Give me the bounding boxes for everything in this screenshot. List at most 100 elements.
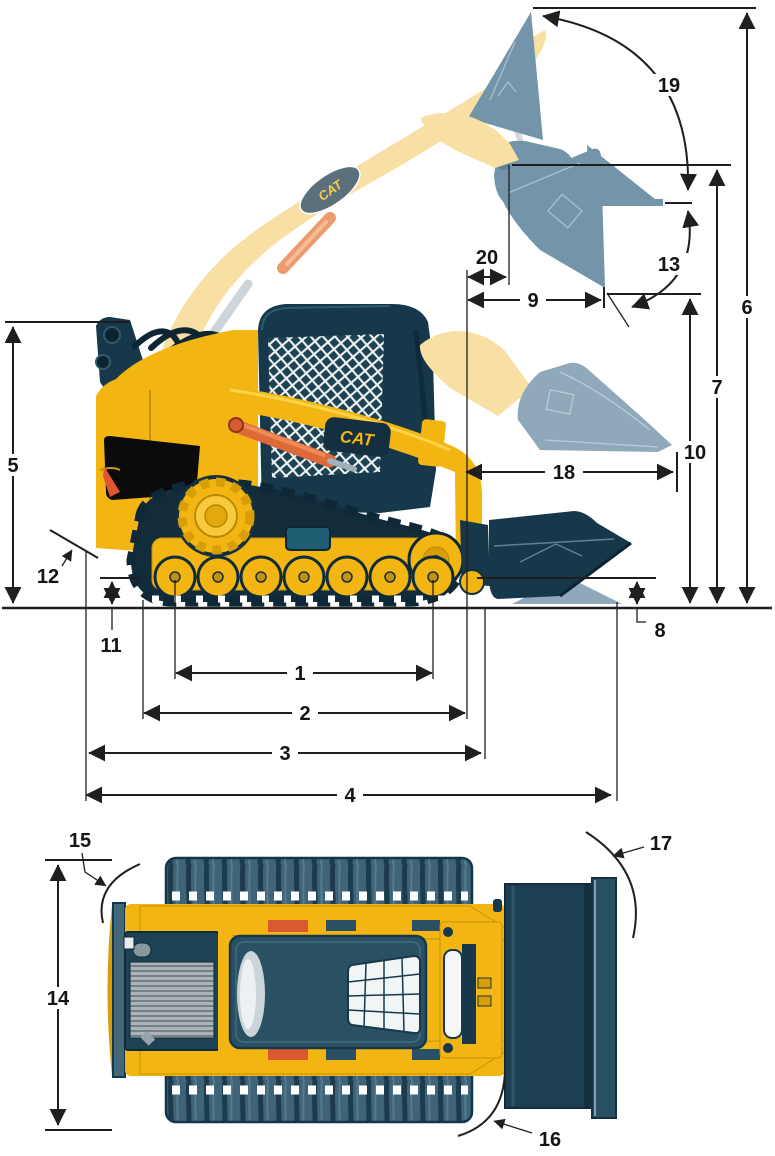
bulkhead-post <box>218 930 232 1050</box>
body-cat-badge: CAT <box>323 417 391 457</box>
sprocket-hub-center <box>204 504 228 528</box>
dim-13-label: 13 <box>658 254 680 276</box>
rail-slot-4 <box>412 1049 440 1060</box>
body-cat-logo-text: CAT <box>339 427 376 450</box>
roof-hatch-mesh <box>347 954 421 1035</box>
door-handle <box>99 467 121 471</box>
rail-slot-3 <box>326 1049 356 1060</box>
dim-7-label: 7 <box>711 377 722 399</box>
ghost-cylinder-highlight <box>285 220 328 266</box>
top-dimensions: 14 15 16 17 <box>39 830 672 1151</box>
ghost-boom-mid <box>419 330 532 416</box>
ghost-boom-cat-badge: CAT <box>299 165 361 215</box>
bucket-brace <box>519 543 583 563</box>
dim-1: 1 <box>175 662 433 685</box>
cab-roof-highlight <box>261 305 391 331</box>
side-dimensions: 5 6 7 10 8 9 20 <box>0 7 772 807</box>
dim-3-label: 3 <box>279 743 290 765</box>
dim-12-label: 12 <box>37 566 59 588</box>
dim-11-label: 11 <box>100 635 121 657</box>
lift-cylinder <box>229 419 337 468</box>
dim-9-label: 9 <box>527 290 538 312</box>
dim-8-label: 8 <box>654 620 665 642</box>
ghost-boom-tip <box>420 113 519 168</box>
ghost-bucket-mid <box>517 362 672 452</box>
tower-pin-boss-upper <box>103 326 121 344</box>
sprocket-teeth <box>177 477 255 555</box>
engine-plate <box>140 1030 156 1046</box>
dim-10: 10 <box>676 298 714 604</box>
bucket-top <box>504 877 617 1119</box>
dim-16-label: 16 <box>539 1129 561 1151</box>
dim-11: 11 <box>100 577 142 657</box>
bucket-shell-edge <box>584 884 592 1108</box>
machine-side: CAT <box>95 304 490 607</box>
dim-4: 4 <box>85 784 612 807</box>
rail-slot-2 <box>412 920 440 931</box>
bucket-shell <box>504 883 592 1109</box>
lift-cylinder-highlight <box>238 422 326 457</box>
rear-window-orange-trim <box>103 466 120 497</box>
dim-2-label: 2 <box>299 703 310 725</box>
dim-7: 7 <box>704 169 730 604</box>
dim-19-label: 19 <box>658 75 680 97</box>
side-view: CAT <box>95 12 672 607</box>
rear-window-glare <box>240 959 256 1029</box>
coupler-pin-top <box>443 927 453 937</box>
dim-20: 20 <box>467 247 507 286</box>
bucket-seam <box>493 538 615 547</box>
tower-pin-boss-lower <box>95 354 111 370</box>
dim-13: 13 <box>606 210 700 328</box>
dim-14: 14 <box>39 859 112 1131</box>
dim-6-label: 6 <box>741 297 752 319</box>
rail-slot-1 <box>326 920 356 931</box>
bucket-body <box>489 511 631 599</box>
dim-8: 8 <box>628 581 666 642</box>
dim-15-label: 15 <box>69 830 91 852</box>
dim-19: 19 <box>542 10 697 191</box>
lift-hook <box>493 899 502 912</box>
top-view <box>107 856 617 1124</box>
cylinder-rod <box>327 458 357 472</box>
ghost-dump-detail <box>547 193 583 229</box>
engine-cap <box>123 936 135 950</box>
dim-17-label: 17 <box>650 833 672 855</box>
coupler-rib-2 <box>477 995 492 1007</box>
dim-18: 18 <box>465 452 678 492</box>
dim-1-label: 1 <box>294 663 305 685</box>
coupler-ladder <box>462 944 476 1044</box>
cylinder-pivot <box>228 417 244 433</box>
undercarriage <box>126 475 466 607</box>
dim-5-label: 5 <box>7 455 18 477</box>
ghost-mid-detail <box>545 388 575 416</box>
coupler-roller <box>459 569 485 595</box>
dim-2: 2 <box>143 702 466 725</box>
cutting-edge <box>559 541 632 598</box>
engine-grille <box>129 961 215 1039</box>
dim-6: 6 <box>734 12 760 604</box>
dim-9: 9 <box>467 287 605 312</box>
dim-16: 16 <box>457 1069 561 1151</box>
dim-17: 17 <box>585 831 672 939</box>
dim-12: 12 <box>37 529 99 588</box>
dim-10-label: 10 <box>684 442 706 464</box>
ghost-bucket-rollback <box>468 12 543 140</box>
bottom-rollers <box>153 555 455 599</box>
coupler-pin-bottom <box>443 1043 453 1053</box>
coupler-plate <box>443 949 463 1039</box>
rail-orange-left <box>268 920 308 932</box>
dim-18-label: 18 <box>553 462 575 484</box>
rail-orange-right <box>268 1048 308 1060</box>
frame-tank <box>285 526 331 551</box>
dim-15: 15 <box>69 830 141 924</box>
rear-bumper-bar <box>112 902 126 1078</box>
dim-3: 3 <box>88 742 482 765</box>
coupler-rib-1 <box>477 977 492 989</box>
dim-20-label: 20 <box>476 247 498 269</box>
arm-highlight <box>229 388 451 452</box>
bucket-side <box>489 511 632 599</box>
ghost-bucket-level-edge <box>589 199 663 206</box>
dim-14-label: 14 <box>47 988 70 1010</box>
